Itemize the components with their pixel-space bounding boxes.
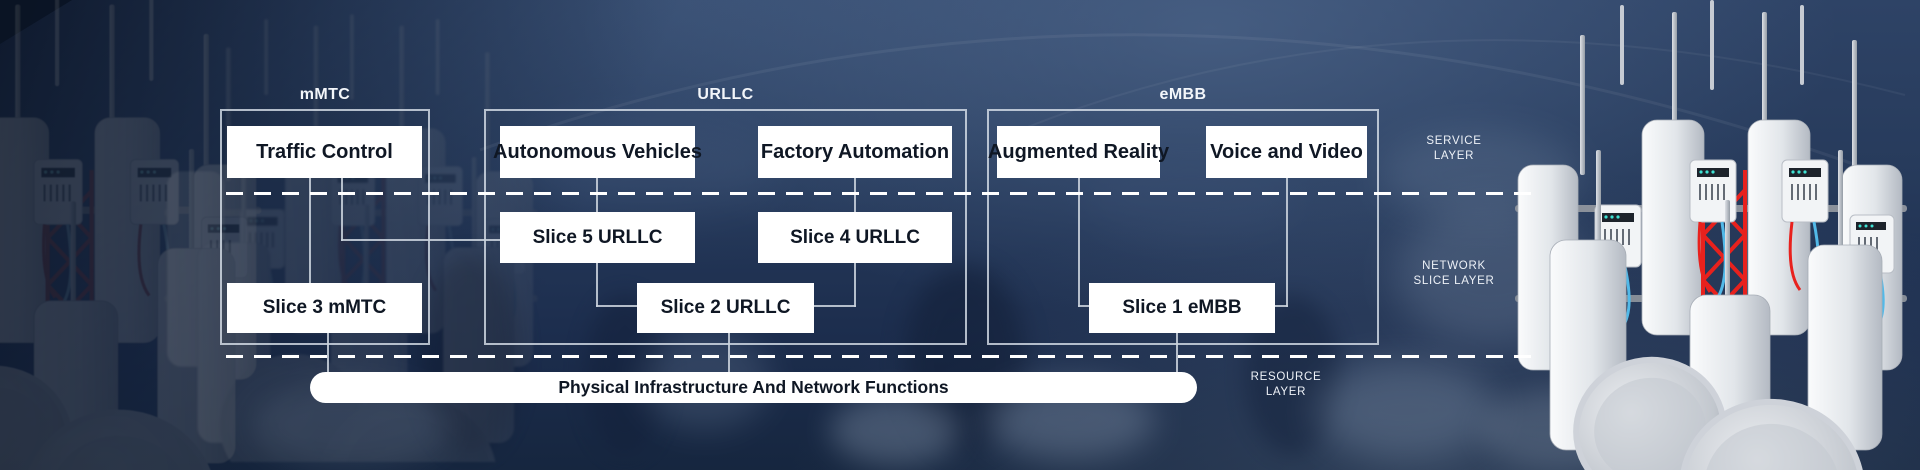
service-box-voice-and-video: Voice and Video <box>1206 126 1367 178</box>
slice-box-slice3-mmtc: Slice 3 mMTC <box>227 283 422 333</box>
layer-label-resource-line2: LAYER <box>1265 386 1307 398</box>
connector-slice3-infrastructure <box>327 333 329 372</box>
connector-slice5-slice2-vertical <box>596 263 598 307</box>
connector-augmentedreality-slice1-vertical <box>1078 178 1080 307</box>
connector-trafficcontrol-slice5-vertical <box>341 178 343 241</box>
group-label-urllc: URLLC <box>697 86 754 103</box>
divider-service-networkslice <box>226 192 1538 195</box>
connector-slice4-slice2-vertical <box>854 263 856 307</box>
layer-label-resource: RESOURCE LAYER <box>1211 370 1361 400</box>
layer-label-service: SERVICE LAYER <box>1379 134 1529 164</box>
connector-slice4-slice2-horizontal <box>813 305 856 307</box>
layer-label-network-slice-line1: NETWORK <box>1422 260 1486 272</box>
service-box-augmented-reality: Augmented Reality <box>988 126 1169 178</box>
group-outline-embb <box>987 109 1379 345</box>
connector-trafficcontrol-slice3 <box>309 178 311 283</box>
slice-box-slice1-embb: Slice 1 eMBB <box>1089 283 1275 333</box>
group-label-embb: eMBB <box>1159 86 1207 103</box>
layer-label-service-line2: LAYER <box>1433 150 1475 162</box>
layer-label-service-line1: SERVICE <box>1426 135 1482 147</box>
service-box-autonomous-vehicles: Autonomous Vehicles <box>493 126 702 178</box>
infrastructure-bar: Physical Infrastructure And Network Func… <box>310 372 1197 403</box>
connector-slice1-infrastructure <box>1176 333 1178 372</box>
slice-box-slice2-urllc: Slice 2 URLLC <box>637 283 814 333</box>
group-label-mmtc: mMTC <box>299 86 351 103</box>
group-outline-urllc <box>484 109 967 345</box>
city-light-blob <box>830 395 960 465</box>
connector-slice2-infrastructure <box>728 333 730 372</box>
connector-voiceandvideo-slice1-vertical <box>1286 178 1288 307</box>
city-light-blob <box>1315 360 1495 460</box>
group-outline-mmtc <box>220 109 430 345</box>
cell-tower-illustration <box>1500 0 1920 470</box>
connector-factoryautomation-slice4 <box>854 178 856 212</box>
layer-label-resource-line1: RESOURCE <box>1250 371 1322 383</box>
slice-box-slice5-urllc: Slice 5 URLLC <box>500 212 695 263</box>
connector-autonomousvehicles-slice5 <box>596 178 598 212</box>
service-box-factory-automation: Factory Automation <box>758 126 952 178</box>
divider-networkslice-resource <box>226 355 1538 358</box>
connector-trafficcontrol-slice5-horizontal <box>341 239 501 241</box>
layer-label-network-slice-line2: SLICE LAYER <box>1413 275 1495 287</box>
connector-slice5-slice2-horizontal <box>596 305 638 307</box>
connector-augmentedreality-slice1-horizontal <box>1078 305 1090 307</box>
layer-label-network-slice: NETWORK SLICE LAYER <box>1379 259 1529 289</box>
connector-voiceandvideo-slice1-horizontal <box>1274 305 1288 307</box>
slice-box-slice4-urllc: Slice 4 URLLC <box>758 212 952 263</box>
service-box-traffic-control: Traffic Control <box>227 126 422 178</box>
